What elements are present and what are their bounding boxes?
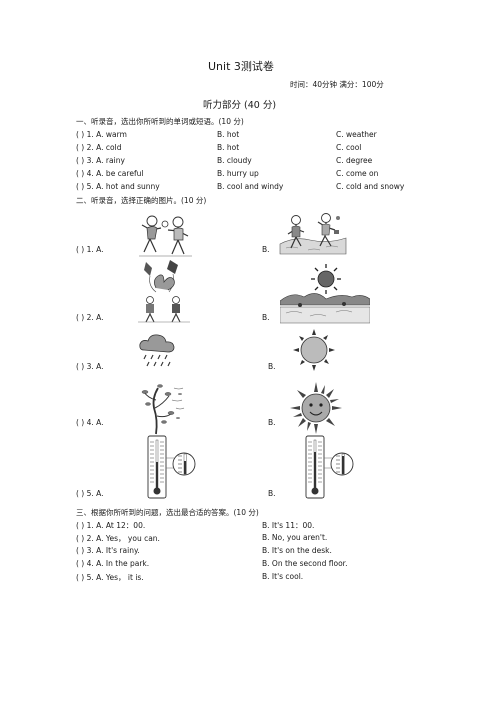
section3-heading: 三、根据你所听到的问题，选出最合适的答案。(10 分) [76,508,259,517]
s2-q4-b: B. [268,418,276,427]
s1-q5-a: ( ) 5. A. hot and sunny [76,182,160,191]
s1-q3-c: C. degree [336,156,373,165]
sun-icon [290,326,338,374]
s3-q2-b: B. No, you aren't. [262,533,328,542]
thermometer-b-picture [304,434,356,500]
thermometer-a-picture [146,434,198,500]
s3-q3-a: ( ) 3. A. It's rainy. [76,546,140,555]
s1-q1-c: C. weather [336,130,377,139]
s2-q4-a: ( ) 4. A. [76,418,104,427]
s1-q1-a: ( ) 1. A. warm [76,130,127,139]
s3-q4-a: ( ) 4. A. In the park. [76,559,150,568]
s2-q3-b: B. [268,362,276,371]
s2-q1-b: B. [262,245,270,254]
s1-q3-b: B. cloudy [217,156,252,165]
time-score-info: 时间：40分钟 满分：100分 [290,80,384,89]
s1-q4-c: C. come on [336,169,379,178]
s3-q5-b: B. It's cool. [262,572,304,581]
kids-playing-picture [134,212,196,258]
s2-q5-b: B. [268,489,276,498]
s3-q2-a: ( ) 2. A. Yes， you can. [76,534,160,543]
s1-q2-b: B. hot [217,143,240,152]
section1-heading: 一、听录音，选出你所听到的单词或短语。(10 分) [76,117,244,126]
windy-tree-picture [138,378,186,436]
kids-flying-kites-picture [136,258,192,324]
s1-q4-b: B. hurry up [217,169,259,178]
s3-q5-a: ( ) 5. A. Yes， it is. [76,573,144,582]
s2-q1-a: ( ) 1. A. [76,245,104,254]
s1-q5-c: C. cold and snowy [336,182,405,191]
s1-q2-c: C. cool [336,143,362,152]
s1-q2-a: ( ) 2. A. cold [76,143,122,152]
s2-q5-a: ( ) 5. A. [76,489,104,498]
smiling-sun-icon [288,380,344,436]
s2-q2-b: B. [262,313,270,322]
s1-q4-a: ( ) 4. A. be careful [76,169,144,178]
s1-q3-a: ( ) 3. A. rainy [76,156,125,165]
s1-q5-b: B. cool and windy [217,182,284,191]
sun-over-river-picture [280,263,370,325]
s1-q1-b: B. hot [217,130,240,139]
section2-heading: 二、听录音，选择正确的图片。(10 分) [76,196,207,205]
s3-q4-b: B. On the second floor. [262,559,348,568]
s3-q1-a: ( ) 1. A. At 12：00. [76,521,146,530]
s2-q3-a: ( ) 3. A. [76,362,104,371]
s3-q1-b: B. It's 11：00. [262,521,315,530]
s2-q2-a: ( ) 2. A. [76,313,104,322]
kids-fetching-water-picture [278,210,348,260]
listening-part-heading: 听力部分 (40 分) [203,100,277,111]
rain-cloud-icon [138,334,178,370]
s3-q3-b: B. It's on the desk. [262,546,332,555]
page-title: Unit 3测试卷 [208,60,274,73]
